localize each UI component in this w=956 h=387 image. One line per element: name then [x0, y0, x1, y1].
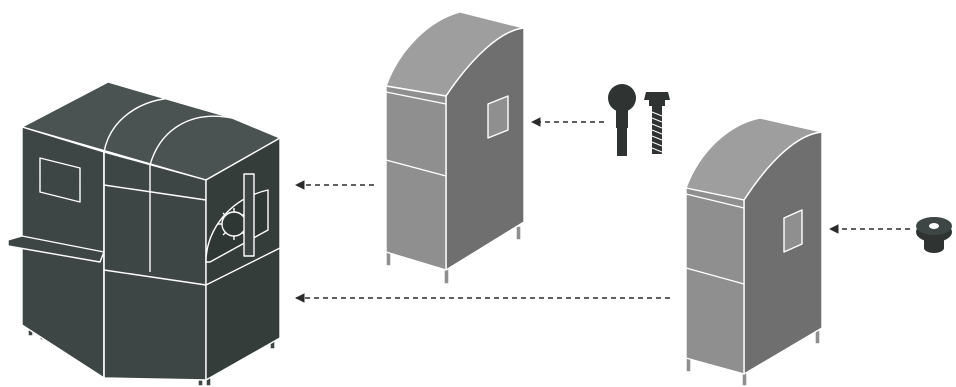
- arched-cabinet-icon: [385, 11, 525, 285]
- arched-cabinet-icon: [685, 117, 823, 387]
- hex-bolt-icon: [644, 92, 670, 154]
- enclosed-machine-icon: [7, 81, 281, 387]
- flow-arrows: [295, 117, 910, 303]
- ball-joint-icon: [608, 84, 636, 156]
- flanged-nut-icon: [916, 217, 952, 253]
